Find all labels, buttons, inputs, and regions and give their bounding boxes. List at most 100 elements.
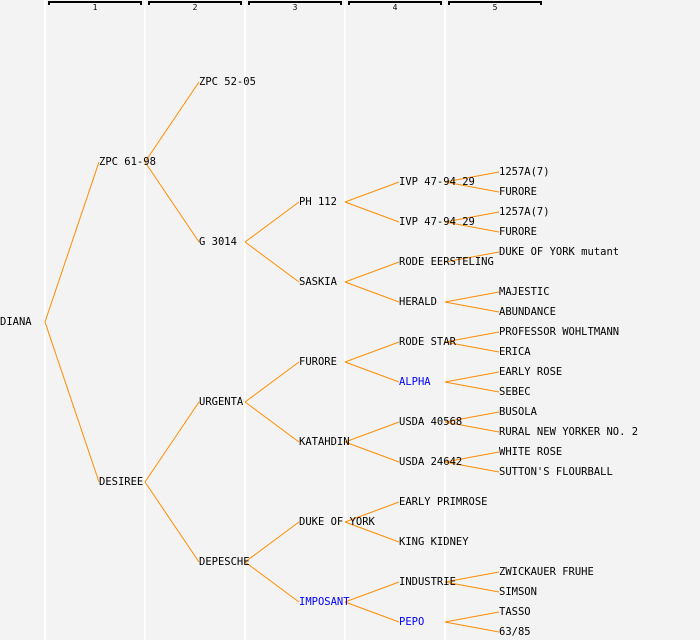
lineage-line [44, 321, 100, 483]
ancestor-node[interactable]: PROFESSOR WOHLTMANN [499, 326, 620, 338]
ancestor-node[interactable]: SEBEC [499, 386, 531, 398]
ancestor-node[interactable]: URGENTA [199, 396, 244, 408]
ancestor-node[interactable]: DESIREE [99, 476, 144, 488]
lineage-line [244, 201, 300, 243]
column-divider [444, 0, 446, 640]
lineage-line [444, 291, 500, 303]
ancestor-node[interactable]: SIMSON [499, 586, 537, 598]
ancestor-node[interactable]: BUSOLA [499, 406, 537, 418]
lineage-line [344, 261, 400, 283]
lineage-line [344, 521, 400, 543]
ancestor-node[interactable]: EARLY ROSE [499, 366, 563, 378]
lineage-line [444, 221, 500, 233]
generation-label: 4 [392, 3, 398, 12]
lineage-line [44, 161, 100, 323]
lineage-line [244, 521, 300, 563]
lineage-line [444, 381, 500, 393]
ancestor-node[interactable]: SUTTON'S FLOURBALL [499, 466, 613, 478]
lineage-line [344, 601, 400, 623]
lineage-line [444, 171, 500, 183]
lineage-line [444, 421, 500, 433]
lineage-line [144, 401, 200, 483]
ancestor-node[interactable]: FURORE [299, 356, 337, 368]
lineage-line [144, 161, 200, 243]
lineage-line [344, 501, 400, 523]
lineage-line [244, 401, 300, 443]
ancestor-node[interactable]: ZWICKAUER FRUHE [499, 566, 594, 578]
lineage-line [444, 581, 500, 593]
lineage-line [444, 411, 500, 423]
lineage-line [444, 341, 500, 353]
ancestor-node[interactable]: PH 112 [299, 196, 337, 208]
lineage-line [444, 611, 500, 623]
ancestor-node[interactable]: ALPHA [399, 376, 431, 388]
lineage-line [344, 341, 400, 363]
generation-3-header: 3 [248, 1, 342, 12]
ancestor-node[interactable]: G 3014 [199, 236, 237, 248]
lineage-line [344, 281, 400, 303]
lineage-line [444, 251, 500, 263]
ancestor-node[interactable]: FURORE [499, 226, 537, 238]
lineage-line [344, 201, 400, 223]
ancestor-node[interactable]: IMPOSANT [299, 596, 350, 608]
lineage-line [344, 421, 400, 443]
generation-label: 3 [292, 3, 298, 12]
lineage-line [244, 361, 300, 403]
lineage-line [244, 241, 300, 283]
ancestor-node[interactable]: IVP 47-94 29 [399, 176, 475, 188]
column-divider [244, 0, 246, 640]
lineage-line [344, 181, 400, 203]
ancestor-node[interactable]: MAJESTIC [499, 286, 550, 298]
generation-label: 1 [92, 3, 98, 12]
ancestor-node[interactable]: WHITE ROSE [499, 446, 563, 458]
generation-4-header: 4 [348, 1, 442, 12]
ancestor-node[interactable]: INDUSTRIE [399, 576, 456, 588]
ancestor-node[interactable]: HERALD [399, 296, 437, 308]
ancestor-node[interactable]: TASSO [499, 606, 531, 618]
ancestor-node[interactable]: RODE EERSTELING [399, 256, 494, 268]
root-node[interactable]: DIANA [0, 316, 32, 328]
lineage-line [344, 361, 400, 383]
generation-1-header: 1 [48, 1, 142, 12]
ancestor-node[interactable]: FURORE [499, 186, 537, 198]
lineage-line [444, 571, 500, 583]
ancestor-node[interactable]: SASKIA [299, 276, 337, 288]
generation-5-header: 5 [448, 1, 542, 12]
column-divider [44, 0, 46, 640]
ancestor-node[interactable]: 1257A(7) [499, 166, 550, 178]
generation-2-header: 2 [148, 1, 242, 12]
ancestor-node[interactable]: DUKE OF YORK [299, 516, 375, 528]
ancestor-node[interactable]: RODE STAR [399, 336, 456, 348]
lineage-line [144, 481, 200, 563]
ancestor-node[interactable]: USDA 40568 [399, 416, 463, 428]
lineage-line [444, 301, 500, 313]
lineage-line [344, 581, 400, 603]
ancestor-node[interactable]: IVP 47-94 29 [399, 216, 475, 228]
lineage-line [444, 621, 500, 633]
ancestor-node[interactable]: KING KIDNEY [399, 536, 469, 548]
ancestor-node[interactable]: EARLY PRIMROSE [399, 496, 488, 508]
lineage-line [444, 461, 500, 473]
lineage-line [344, 441, 400, 463]
generation-label: 2 [192, 3, 198, 12]
column-divider [344, 0, 346, 640]
column-divider [144, 0, 146, 640]
ancestor-node[interactable]: USDA 24642 [399, 456, 463, 468]
ancestor-node[interactable]: 1257A(7) [499, 206, 550, 218]
ancestor-node[interactable]: ZPC 61-98 [99, 156, 156, 168]
lineage-line [444, 451, 500, 463]
lineage-line [244, 561, 300, 603]
ancestor-node[interactable]: DEPESCHE [199, 556, 250, 568]
generation-label: 5 [492, 3, 498, 12]
ancestor-node[interactable]: RURAL NEW YORKER NO. 2 [499, 426, 639, 438]
ancestor-node[interactable]: KATAHDIN [299, 436, 350, 448]
ancestor-node[interactable]: ERICA [499, 346, 531, 358]
ancestor-node[interactable]: 63/85 [499, 626, 531, 638]
ancestor-node[interactable]: ABUNDANCE [499, 306, 556, 318]
ancestor-node[interactable]: ZPC 52-05 [199, 76, 256, 88]
lineage-line [444, 211, 500, 223]
ancestor-node[interactable]: PEPO [399, 616, 425, 628]
lineage-line [444, 331, 500, 343]
ancestor-node[interactable]: DUKE OF YORK mutant [499, 246, 620, 258]
